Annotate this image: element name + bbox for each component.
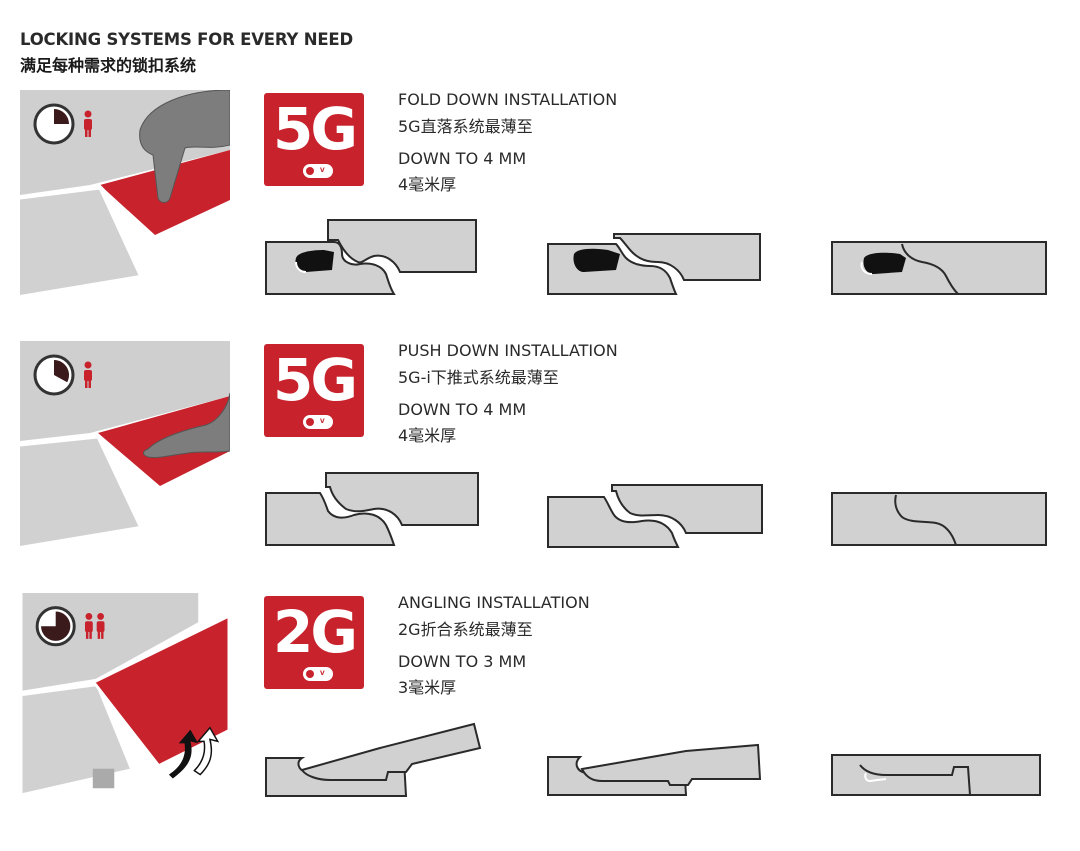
person-icon [84, 613, 93, 639]
clock-icon [33, 354, 75, 396]
hand-icon [143, 392, 230, 458]
badge-5g-fold: 5G V [264, 93, 364, 186]
profile-angle-step-2 [547, 743, 762, 796]
method-label: PUSH DOWN INSTALLATION [398, 341, 618, 360]
title-zh: 满足每种需求的锁扣系统 [20, 56, 197, 75]
arrow-icon [168, 726, 220, 779]
title-en: LOCKING SYSTEMS FOR EVERY NEED [20, 30, 353, 49]
profile-push-step-2 [547, 484, 763, 548]
thickness-label-zh: 3毫米厚 [398, 678, 457, 697]
method-label: FOLD DOWN INSTALLATION [398, 90, 618, 109]
badge-2g-angling: 2G V [264, 596, 364, 689]
system-row-angling: 2G V ANGLING INSTALLATION 2G折合系统最薄至 DOWN… [0, 593, 1080, 823]
badge-code: 5G [273, 95, 358, 163]
scene-fold-down-illustration [20, 90, 230, 295]
clock-icon [33, 103, 75, 145]
badge-code: 5G [273, 346, 358, 414]
valinge-logo-icon: V [303, 667, 333, 681]
clock-icon [35, 606, 76, 647]
badge-5g-push: 5G V [264, 344, 364, 437]
person-icon [84, 110, 92, 137]
valinge-logo-icon: V [303, 164, 333, 178]
system-row-fold-down: 5G V FOLD DOWN INSTALLATION 5G直落系统最薄至 DO… [0, 90, 1080, 320]
system-row-push-down: 5G V PUSH DOWN INSTALLATION 5G-i下推式系统最薄至… [0, 341, 1080, 571]
badge-code: 2G [273, 598, 358, 666]
profile-fold-step-3 [831, 241, 1047, 295]
thickness-label: DOWN TO 3 MM [398, 652, 527, 671]
method-label-zh: 5G-i下推式系统最薄至 [398, 368, 559, 387]
scene-push-down-illustration [20, 341, 230, 546]
profile-fold-step-2 [547, 233, 761, 295]
method-label: ANGLING INSTALLATION [398, 593, 590, 612]
thickness-label-zh: 4毫米厚 [398, 175, 457, 194]
valinge-logo-icon: V [303, 415, 333, 429]
hand-icon [139, 90, 230, 203]
person-icon [84, 361, 92, 388]
profile-fold-step-1 [265, 219, 477, 295]
profile-push-step-1 [265, 472, 479, 546]
method-label-zh: 5G直落系统最薄至 [398, 117, 533, 136]
thickness-label-zh: 4毫米厚 [398, 426, 457, 445]
scene-angling-illustration [22, 593, 228, 798]
profile-angle-step-3 [831, 754, 1041, 796]
person-icon [96, 613, 105, 639]
profile-push-step-3 [831, 492, 1047, 546]
method-label-zh: 2G折合系统最薄至 [398, 620, 533, 639]
thickness-label: DOWN TO 4 MM [398, 149, 527, 168]
thickness-label: DOWN TO 4 MM [398, 400, 527, 419]
profile-angle-step-1 [265, 722, 482, 797]
